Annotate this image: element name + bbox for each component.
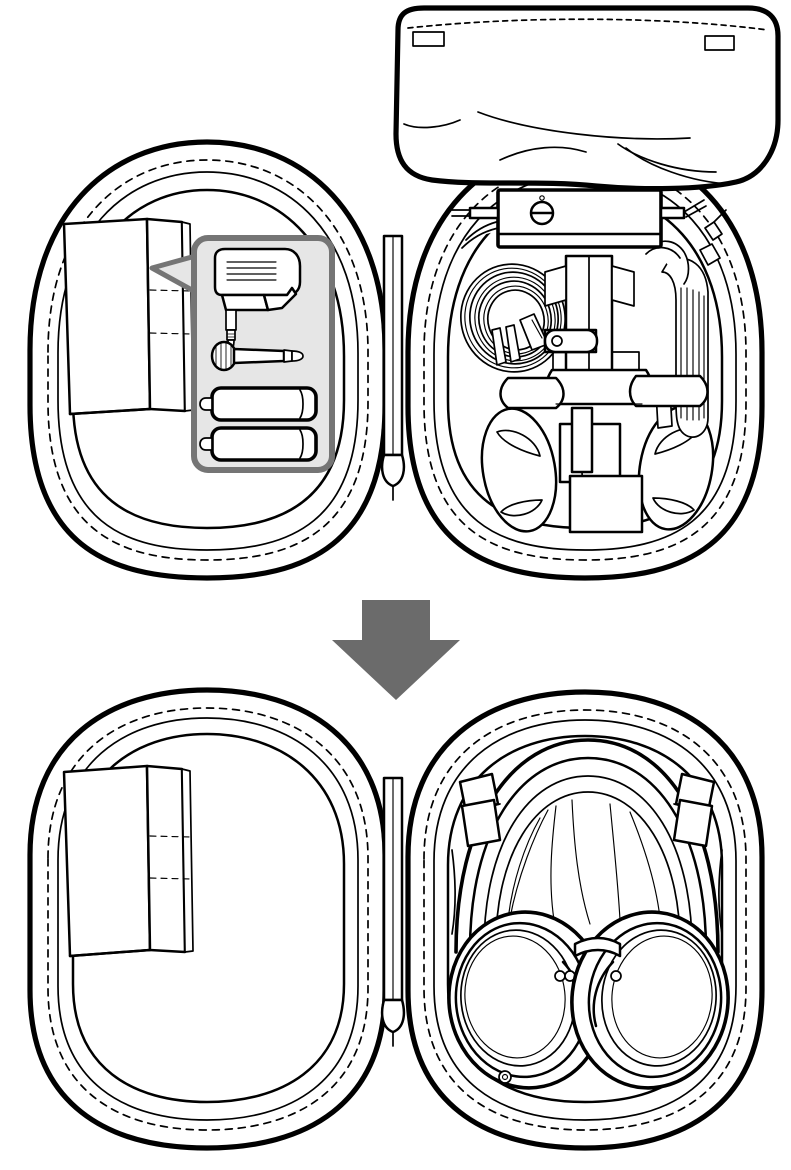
audio-cable-connector	[210, 340, 304, 372]
slider-arm-right	[672, 772, 723, 935]
retaining-strap	[499, 368, 709, 410]
coiled-cable-left	[459, 218, 567, 373]
fabric-pouch-flap	[393, 5, 781, 192]
accessory-pocket-bottom	[62, 764, 194, 958]
dangling-plug	[568, 406, 644, 534]
step-flow-arrow	[332, 600, 460, 700]
right-half-contents	[451, 188, 727, 534]
step-1-upper-assembly	[27, 5, 781, 581]
accessory-detail-callout[interactable]	[149, 235, 335, 473]
battery-aaa-1	[199, 386, 318, 422]
power-supply-brick	[451, 188, 707, 249]
zipper-top	[380, 234, 406, 501]
accessory-pocket-top	[62, 217, 194, 416]
ear-cup-right	[570, 910, 730, 1090]
headband-pad-folds	[507, 799, 661, 925]
plug-prongs	[491, 313, 549, 366]
illustration-description: Two-step exploded instructional drawing …	[2, 111, 791, 128]
center-strap-block	[543, 254, 635, 382]
slider-arm-left	[451, 772, 502, 935]
zipper-bottom	[380, 776, 406, 1047]
step-2-lower-assembly	[27, 687, 765, 1151]
headphones	[447, 738, 730, 1090]
battery-aaa-2	[199, 426, 318, 462]
